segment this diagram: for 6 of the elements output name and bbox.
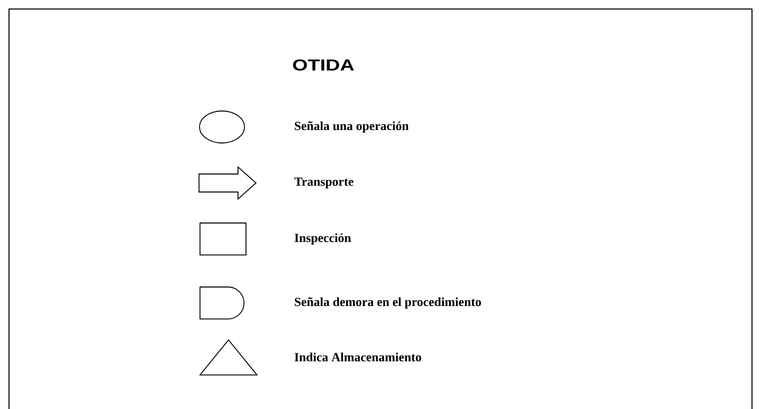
- legend-text: Señala una operación: [294, 121, 409, 133]
- legend-text: Transporte: [294, 178, 354, 188]
- legend-text: Señala demora en el procedimiento: [294, 297, 481, 309]
- legend-text: Indica Almacenamiento: [294, 352, 422, 362]
- legend-text: Inspección: [294, 233, 351, 245]
- title: OTIDA: [293, 59, 354, 71]
